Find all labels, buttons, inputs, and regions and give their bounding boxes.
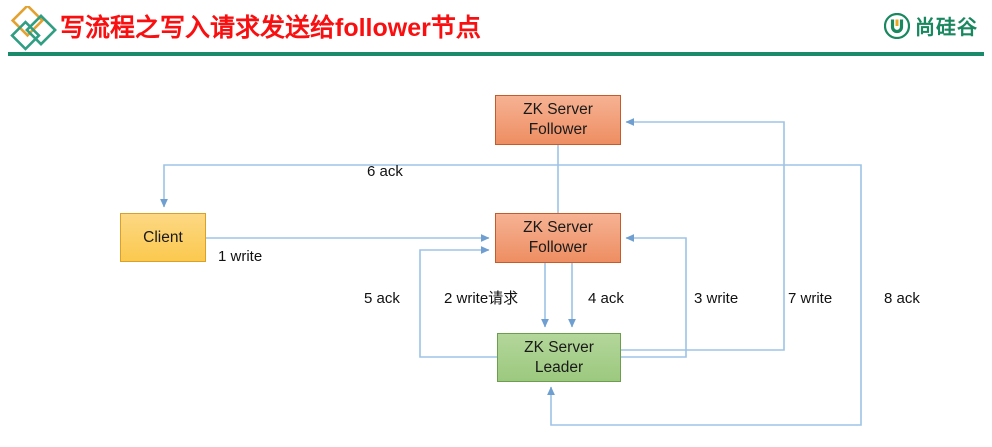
brand-name: 尚硅谷 <box>915 17 978 39</box>
brand-u-icon <box>883 12 911 44</box>
slide-title: 写流程之写入请求发送给follower节点 <box>60 14 481 42</box>
edge-label-8-ack: 8 ack <box>884 290 920 307</box>
node-follower-top-line1: ZK Server <box>523 101 593 118</box>
node-follower-mid-line2: Follower <box>528 239 588 256</box>
edge-6-ack <box>160 164 559 213</box>
connector-lines <box>160 118 862 426</box>
edge-8-ack <box>547 145 862 426</box>
edge-3-write <box>620 234 687 358</box>
node-leader[interactable]: ZK Server Leader <box>497 333 621 382</box>
edge-label-3-write: 3 write <box>694 290 739 307</box>
edge-label-1-write: 1 write <box>218 248 263 265</box>
node-follower-mid-line1: ZK Server <box>523 219 593 236</box>
edge-label-7-write: 7 write <box>788 290 833 307</box>
diamond-logo-icon <box>6 3 60 52</box>
node-client[interactable]: Client <box>120 213 206 262</box>
edge-label-2-write-request: 2 write请求 <box>444 290 519 307</box>
edge-label-6-ack: 6 ack <box>367 163 403 180</box>
brand-logo: 尚硅谷 <box>883 12 978 44</box>
node-client-line1: Client <box>143 228 183 246</box>
diagram-canvas: ZK Server Follower Client ZK Server Foll… <box>0 60 992 447</box>
edge-label-4-ack: 4 ack <box>588 290 624 307</box>
edge-5-ack <box>419 246 497 358</box>
node-follower-mid[interactable]: ZK Server Follower <box>495 213 621 263</box>
node-leader-line1: ZK Server <box>524 338 594 356</box>
header-divider <box>8 52 984 56</box>
node-leader-line2: Leader <box>534 358 584 376</box>
node-follower-top[interactable]: ZK Server Follower <box>495 95 621 145</box>
edge-7-write <box>620 118 785 351</box>
node-follower-top-line2: Follower <box>528 121 588 138</box>
slide-header: 写流程之写入请求发送给follower节点 尚硅谷 <box>0 0 992 60</box>
edge-label-5-ack: 5 ack <box>364 290 400 307</box>
